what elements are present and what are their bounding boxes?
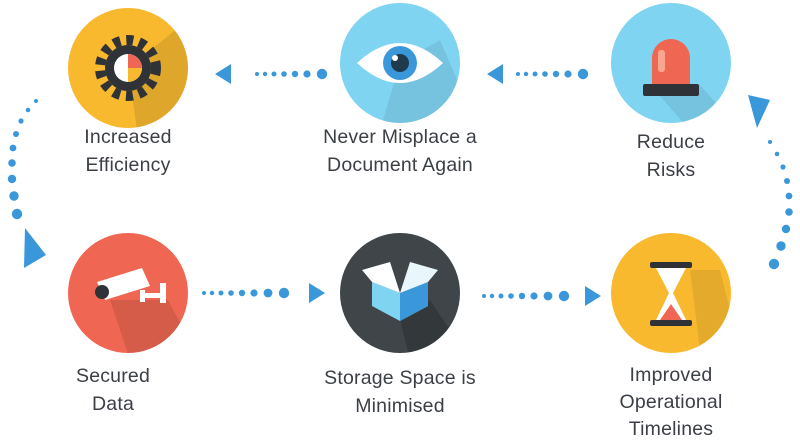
- hourglass-icon: [650, 262, 692, 326]
- label-timelines-line-3: Timelines: [628, 418, 714, 440]
- node-secured: [68, 233, 188, 353]
- label-risks-line-2: Risks: [646, 159, 696, 181]
- node-timelines: [611, 233, 731, 353]
- arrow-storage-to-timelines: [482, 286, 601, 306]
- label-timelines-line-2: Operational: [619, 391, 723, 413]
- label-efficiency-line-1: Increased: [84, 126, 172, 148]
- label-timelines-line-1: Improved: [629, 364, 713, 386]
- label-secured-line-1: Secured: [75, 365, 151, 387]
- label-storage-line-1: Storage Space is: [324, 367, 476, 389]
- label-timelines: Improved Operational Timelines: [601, 362, 741, 443]
- arrow-timelines-to-risks: [748, 95, 793, 270]
- label-misplace-line-2: Document Again: [327, 154, 473, 176]
- node-storage: [340, 233, 460, 353]
- node-efficiency: [68, 8, 188, 128]
- arrow-secured-to-storage: [202, 283, 325, 303]
- arrow-misplace-to-efficiency: [215, 64, 328, 84]
- node-secured-circle: [68, 233, 188, 353]
- label-risks: Reduce Risks: [601, 128, 741, 184]
- label-secured: Secured Data: [48, 362, 178, 418]
- security-camera-icon: [95, 268, 166, 303]
- eye-icon: [357, 43, 443, 83]
- label-efficiency: Increased Efficiency: [48, 123, 208, 179]
- label-secured-line-2: Data: [92, 393, 134, 415]
- box-icon: [362, 262, 438, 321]
- label-misplace-line-1: Never Misplace a: [323, 126, 477, 148]
- arrow-risks-to-misplace: [487, 64, 589, 84]
- label-storage-line-2: Minimised: [355, 395, 445, 417]
- label-risks-line-1: Reduce: [636, 131, 706, 153]
- node-risks: [611, 3, 731, 123]
- gear-chart-icon: [95, 35, 161, 101]
- node-misplace: [340, 3, 460, 123]
- siren-icon: [643, 39, 699, 96]
- label-efficiency-line-2: Efficiency: [85, 154, 171, 176]
- arrow-efficiency-to-secured: [7, 99, 46, 268]
- label-misplace: Never Misplace a Document Again: [290, 123, 510, 179]
- label-storage: Storage Space is Minimised: [295, 364, 505, 420]
